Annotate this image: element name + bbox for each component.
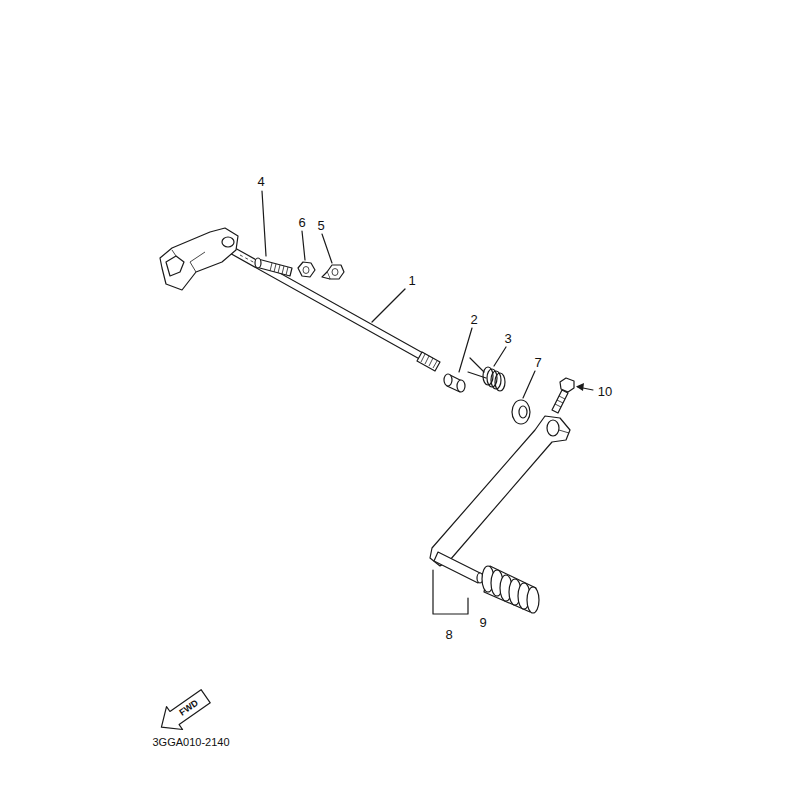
callout-number: 1	[408, 274, 415, 287]
pedal-slit	[559, 430, 569, 433]
leader-line	[302, 231, 305, 260]
pedal-rubber	[482, 566, 539, 613]
bolt-stud	[256, 259, 292, 276]
leader-line	[494, 347, 506, 366]
lock-washer	[322, 265, 344, 279]
callout-number: 8	[445, 628, 452, 641]
callout-number: 6	[298, 216, 305, 229]
nut	[298, 262, 315, 277]
callout-number: 3	[504, 332, 511, 345]
bolt-end	[255, 258, 261, 268]
shaft-rod	[224, 244, 433, 365]
rubber-rib	[527, 587, 539, 613]
forward-arrow-outline	[153, 685, 213, 739]
stopper-bolt	[255, 258, 292, 276]
spring-coil	[495, 373, 505, 391]
washer	[512, 400, 530, 424]
bolt-thread	[555, 396, 565, 407]
arm-detail	[172, 250, 205, 272]
callout-number: 5	[317, 219, 324, 232]
callout-number: 9	[479, 616, 486, 629]
leader-line	[322, 234, 332, 263]
callout-number: 10	[598, 385, 612, 398]
arm-pawl	[166, 256, 184, 276]
leader-line	[372, 289, 405, 322]
bolt-head	[560, 378, 574, 392]
shaft-spline	[417, 352, 440, 371]
return-spring	[468, 358, 505, 391]
callout-number: 2	[470, 313, 477, 326]
shift-pedal	[430, 416, 570, 583]
leader-arrowhead	[576, 383, 584, 391]
leader-line	[523, 371, 535, 398]
washer-hole	[332, 269, 338, 276]
spline-hatch	[421, 354, 437, 368]
bolt-shank	[552, 390, 568, 413]
callout-number: 7	[534, 356, 541, 369]
shift-arm	[160, 228, 257, 290]
figure-code: 3GGA010-2140	[152, 737, 229, 748]
arm-plate	[160, 228, 238, 290]
clamp-bolt	[552, 378, 574, 413]
collar-end	[457, 380, 465, 392]
washer-hole	[519, 406, 527, 418]
leader-line	[459, 328, 472, 372]
collar-end	[444, 374, 452, 386]
washer-body	[512, 400, 530, 424]
forward-arrow	[153, 685, 213, 739]
bolt-thread	[270, 263, 288, 275]
arm-boss	[222, 237, 234, 247]
leader-lines	[262, 191, 593, 614]
nut-hole	[303, 267, 309, 274]
forward-label: FWD	[178, 698, 200, 717]
callout-number: 4	[257, 175, 264, 188]
nut-body	[298, 262, 315, 277]
washer-tab	[322, 272, 330, 279]
leader-line	[262, 191, 266, 256]
group-bracket	[433, 570, 468, 614]
pedal-pin	[434, 552, 482, 583]
pedal-hole	[547, 420, 559, 436]
collar	[444, 374, 465, 392]
pedal-arm	[430, 416, 570, 566]
washer-body	[327, 265, 344, 279]
